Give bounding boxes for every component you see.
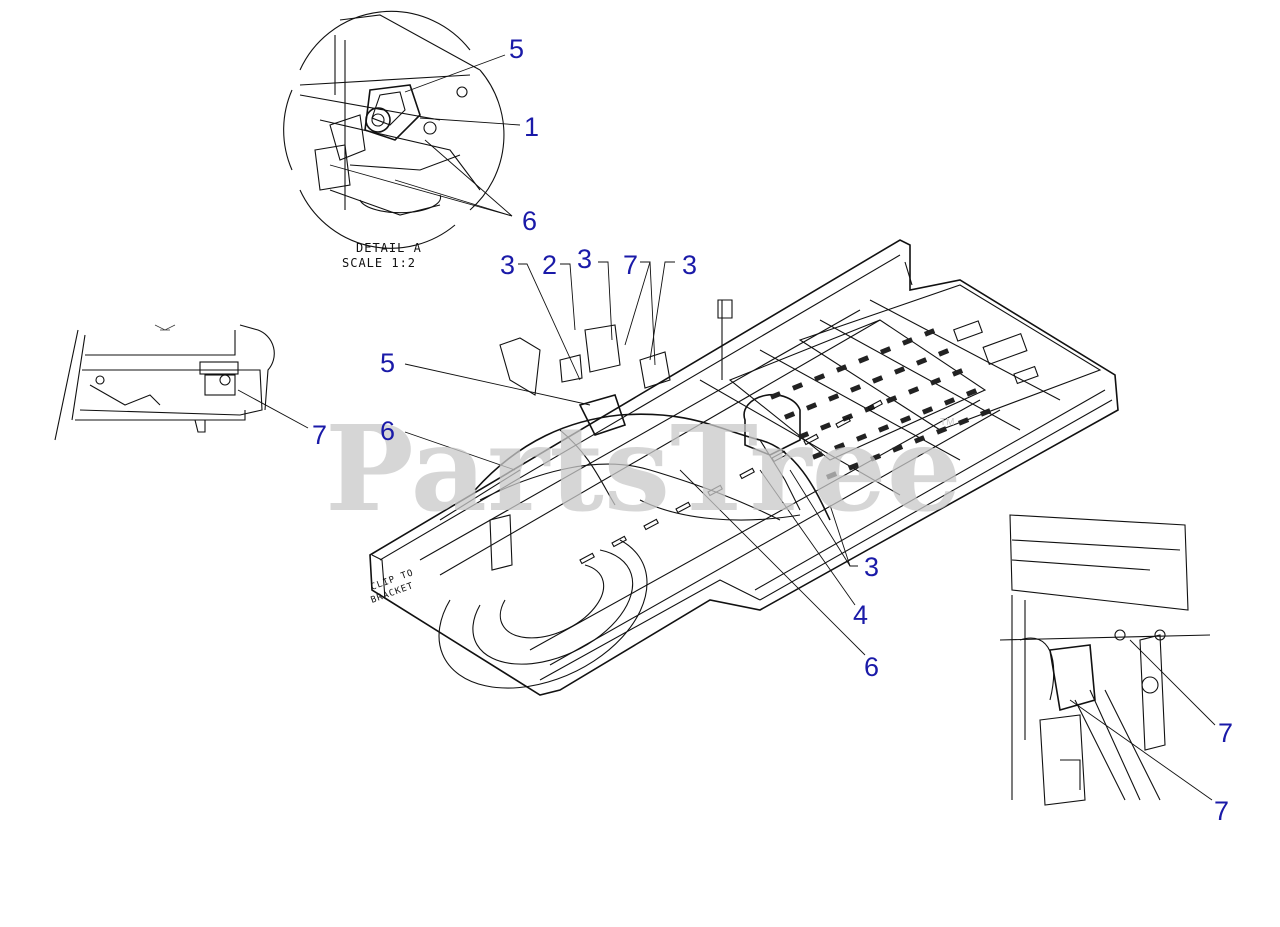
deck-slot bbox=[834, 442, 846, 451]
deck-slot bbox=[836, 364, 848, 373]
deck-slot bbox=[820, 422, 832, 431]
deck-slot bbox=[858, 355, 870, 364]
deck-slot bbox=[980, 408, 992, 417]
deck-slot bbox=[870, 453, 882, 462]
deck-slot bbox=[924, 328, 936, 337]
callout-top-3c: 3 bbox=[682, 250, 697, 280]
left-detail-inset bbox=[54, 324, 275, 441]
detail-a-inset bbox=[283, 10, 505, 249]
deck-slot bbox=[908, 386, 920, 395]
callout-main-5: 5 bbox=[380, 348, 395, 378]
deck-slot bbox=[902, 337, 914, 346]
frame-slot bbox=[643, 518, 659, 531]
frame-slot bbox=[579, 552, 595, 565]
deck-slot bbox=[914, 435, 926, 444]
frame-slot bbox=[675, 501, 691, 514]
callout-right-3: 3 bbox=[864, 552, 879, 582]
right-detail-inset bbox=[999, 514, 1211, 806]
deck-slot bbox=[957, 417, 970, 426]
deck-slot bbox=[930, 377, 942, 386]
callout-left-7: 7 bbox=[312, 420, 327, 450]
deck-slot bbox=[944, 397, 956, 406]
callout-detail-r-7b: 7 bbox=[1214, 796, 1229, 826]
deck-slot bbox=[798, 431, 810, 440]
frame-slot bbox=[739, 467, 755, 480]
deck-slot bbox=[938, 348, 950, 357]
deck-slot bbox=[826, 471, 838, 480]
deck-slot bbox=[966, 388, 978, 397]
frame-slot bbox=[835, 416, 851, 429]
deck-slot bbox=[880, 346, 892, 355]
deck-slots bbox=[579, 328, 992, 565]
deck-slot bbox=[900, 415, 912, 424]
deck-slot bbox=[936, 426, 948, 435]
frame-slot bbox=[611, 535, 627, 548]
deck-slot bbox=[784, 411, 796, 420]
callout-right-6: 6 bbox=[864, 652, 879, 682]
deck-slot bbox=[864, 404, 876, 413]
watermark-trademark: TM bbox=[940, 417, 954, 428]
deck-slot bbox=[894, 366, 906, 375]
left-7-leader bbox=[237, 389, 309, 429]
callout-detail-6: 6 bbox=[522, 206, 537, 236]
callout-top-3a: 3 bbox=[500, 250, 515, 280]
watermark: PartsTree bbox=[325, 399, 962, 538]
callout-top-7: 7 bbox=[623, 250, 638, 280]
callout-top-2: 2 bbox=[542, 250, 557, 280]
deck-slot bbox=[915, 357, 928, 366]
frame-slot bbox=[771, 450, 787, 463]
callout-detail-1: 1 bbox=[524, 112, 539, 142]
callout-detail-5: 5 bbox=[509, 34, 524, 64]
deck-slot bbox=[878, 424, 890, 433]
callout-right-4: 4 bbox=[853, 600, 868, 630]
detail-a-label: DETAIL A bbox=[356, 241, 422, 255]
callout-labels: 5 1 6 3 2 3 7 3 5 6 7 3 4 6 7 7 bbox=[312, 34, 1233, 826]
deck-slot bbox=[848, 462, 860, 471]
callout-top-3b: 3 bbox=[577, 244, 592, 274]
deck-slot bbox=[952, 368, 964, 377]
callout-main-6: 6 bbox=[380, 416, 395, 446]
deck-slot bbox=[806, 402, 818, 411]
deck-slot bbox=[812, 451, 824, 460]
deck-slot bbox=[922, 406, 934, 415]
deck-slot bbox=[814, 373, 826, 382]
deck-slot bbox=[872, 375, 884, 384]
detail-a-scale: SCALE 1:2 bbox=[342, 256, 416, 270]
deck-slot bbox=[892, 444, 904, 453]
deck-slot bbox=[770, 391, 782, 400]
deck-slot bbox=[792, 382, 804, 391]
main-leaders bbox=[404, 261, 866, 656]
deck-slot bbox=[856, 433, 868, 442]
deck-slot bbox=[885, 395, 898, 404]
frame-slot bbox=[803, 433, 819, 446]
callout-detail-r-7a: 7 bbox=[1218, 718, 1233, 748]
deck-slot bbox=[850, 384, 862, 393]
main-frame bbox=[369, 239, 1119, 696]
deck-slot bbox=[828, 393, 840, 402]
detail-a-leaders bbox=[329, 54, 521, 217]
frame-slot bbox=[867, 399, 883, 412]
right-detail-leaders bbox=[1069, 639, 1216, 801]
frame-slot bbox=[707, 484, 723, 497]
